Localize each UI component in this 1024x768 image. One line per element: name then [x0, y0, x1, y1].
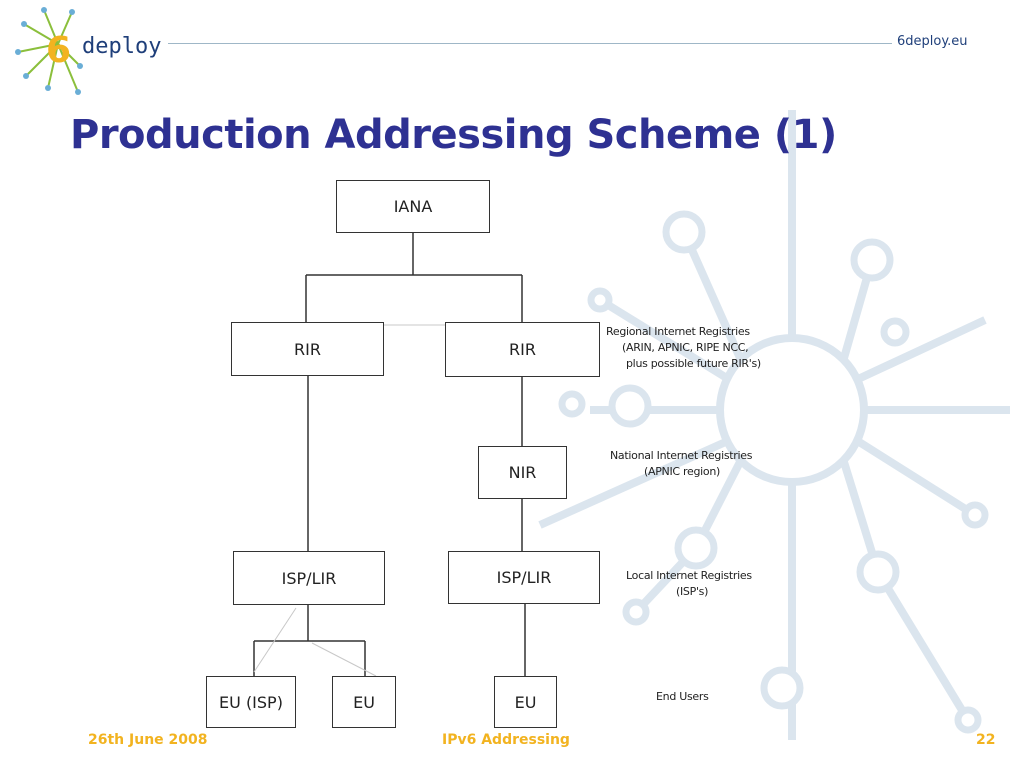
header-rule	[168, 43, 892, 44]
nir-box: NIR	[478, 446, 567, 499]
eu-right-box: EU	[494, 676, 557, 728]
lir-annotation: Local Internet Registries (ISP's)	[626, 568, 752, 600]
isp-lir-right-box: ISP/LIR	[448, 551, 600, 604]
rir-annotation-line: (ARIN, APNIC, RIPE NCC,	[622, 341, 749, 354]
6deploy-logo: 6 deploy	[15, 7, 161, 95]
rir-annotation-line: Regional Internet Registries	[606, 325, 750, 338]
rir-right-box: RIR	[445, 322, 600, 377]
logo-text: deploy	[82, 34, 161, 59]
nir-annotation-line: (APNIC region)	[644, 465, 720, 478]
nir-annotation-line: National Internet Registries	[610, 449, 753, 462]
page-number: 22	[976, 732, 996, 748]
svg-text:6: 6	[46, 30, 71, 71]
rir-annotation: Regional Internet Registries (ARIN, APNI…	[606, 324, 761, 372]
rir-left-box: RIR	[231, 322, 384, 376]
page-title: Production Addressing Scheme (1)	[70, 112, 837, 158]
footer-topic: IPv6 Addressing	[442, 732, 570, 748]
eu-isp-box: EU (ISP)	[206, 676, 296, 728]
footer-date: 26th June 2008	[88, 732, 208, 748]
site-label: 6deploy.eu	[897, 34, 968, 49]
iana-box: IANA	[336, 180, 490, 233]
eu-middle-box: EU	[332, 676, 396, 728]
lir-annotation-line: (ISP's)	[676, 585, 709, 598]
nir-annotation: National Internet Registries (APNIC regi…	[610, 448, 752, 480]
lir-annotation-line: Local Internet Registries	[626, 569, 752, 582]
eu-annotation: End Users	[656, 689, 709, 705]
rir-annotation-line: plus possible future RIR's)	[626, 357, 761, 370]
isp-lir-left-box: ISP/LIR	[233, 551, 385, 605]
eu-annotation-line: End Users	[656, 690, 709, 703]
